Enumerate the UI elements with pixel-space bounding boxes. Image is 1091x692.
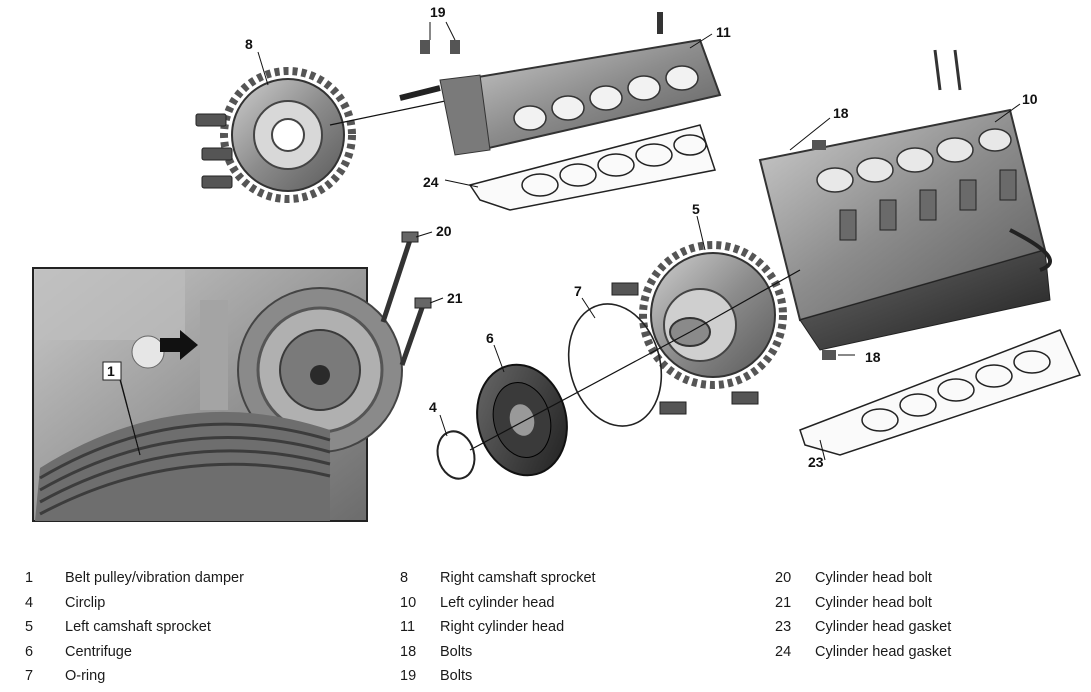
right-camshaft-sprocket [195, 67, 356, 203]
legend-item-number: 11 [400, 619, 416, 635]
legend-item-number: 18 [400, 644, 417, 660]
circlip [436, 430, 476, 480]
callout-11: 11 [716, 24, 731, 40]
callout-1: 1 [107, 363, 115, 379]
callout-8: 8 [245, 36, 253, 52]
callout-5: 5 [692, 201, 700, 217]
legend-item-number: 10 [400, 595, 417, 611]
cylinder-head-gasket-right [468, 124, 716, 211]
cylinder-head-bolt-21 [399, 297, 432, 366]
centrifuge [476, 363, 568, 477]
exploded-engine-diagram: 8 19 11 10 18 24 20 21 5 7 6 4 18 23 1 [32, 4, 1082, 522]
legend-item-number: 7 [25, 668, 34, 684]
callout-21: 21 [447, 290, 463, 306]
legend-item-label: Right cylinder head [440, 619, 565, 635]
callout-7: 7 [574, 283, 582, 299]
legend-item-number: 1 [25, 570, 34, 586]
legend-item-number: 20 [775, 570, 792, 586]
legend-item-number: 4 [25, 595, 34, 611]
legend-item-label: Left cylinder head [440, 595, 555, 611]
legend-item-number: 5 [25, 619, 34, 635]
legend-item-number: 8 [400, 570, 409, 586]
legend-item-number: 19 [400, 668, 417, 684]
legend-item-label: O-ring [65, 668, 106, 684]
callout-6: 6 [486, 330, 494, 346]
legend-item-label: Bolts [440, 644, 473, 660]
callout-4: 4 [429, 399, 437, 415]
callout-19: 19 [430, 4, 446, 20]
legend-item-label: Bolts [440, 668, 473, 684]
legend-item-number: 6 [25, 644, 34, 660]
legend-item-number: 23 [775, 619, 792, 635]
callout-10: 10 [1022, 91, 1038, 107]
arrow-icon [160, 330, 198, 360]
callout-18-top: 18 [833, 105, 849, 121]
legend-item-number: 21 [775, 595, 792, 611]
cylinder-head-bolt-20 [380, 231, 419, 323]
left-camshaft-sprocket [611, 241, 787, 415]
callout-23: 23 [808, 454, 824, 470]
legend-item-label: Cylinder head bolt [815, 570, 932, 586]
legend-item-label: Circlip [65, 595, 106, 611]
right-cylinder-head [399, 12, 722, 156]
parts-legend: 1 Belt pulley/vibration damper 4 Circlip 5 Le… [0, 565, 1091, 692]
photo-inset-vibration-damper [32, 267, 403, 522]
leader-lines [119, 21, 1021, 461]
legend-item-label: Centrifuge [65, 644, 132, 660]
cylinder-head-gasket-left [799, 329, 1082, 456]
left-cylinder-head [758, 49, 1052, 360]
legend-item-label: Left camshaft sprocket [65, 619, 211, 635]
legend-item-label: Cylinder head gasket [815, 644, 952, 660]
callout-24: 24 [423, 174, 439, 190]
legend-item-label: Belt pulley/vibration damper [65, 570, 244, 586]
o-ring [567, 303, 663, 427]
legend-item-label: Cylinder head gasket [815, 619, 952, 635]
legend-item-number: 24 [775, 644, 792, 660]
callout-20: 20 [436, 223, 452, 239]
legend-item-label: Cylinder head bolt [815, 595, 932, 611]
legend-item-label: Right camshaft sprocket [440, 570, 596, 586]
callout-18-bottom: 18 [865, 349, 881, 365]
